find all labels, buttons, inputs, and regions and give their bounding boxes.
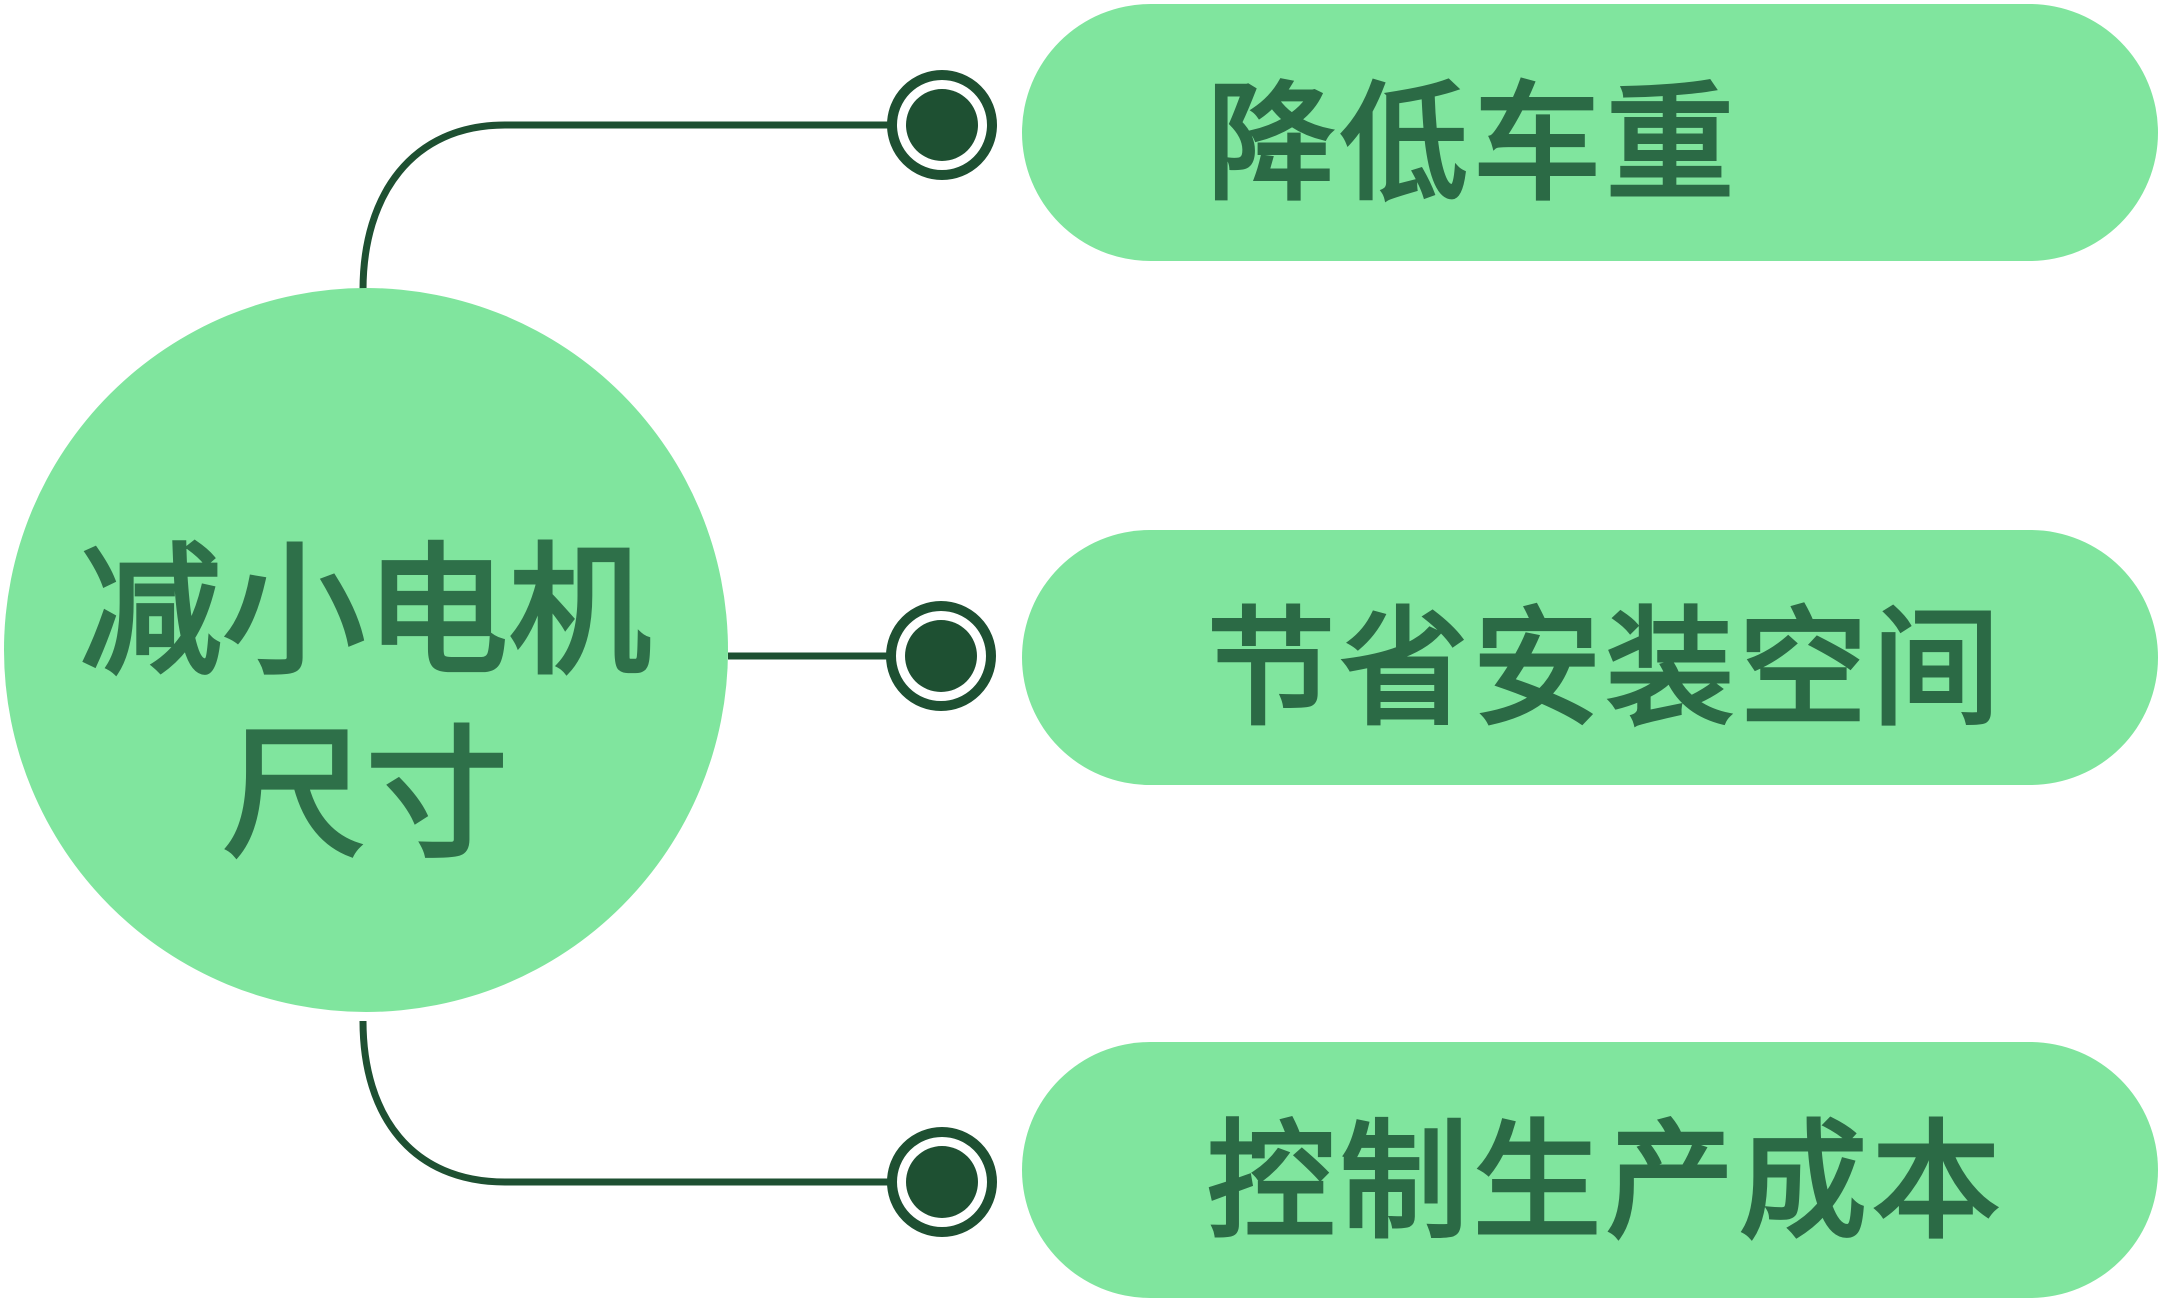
central-topic-line1: 减小电机 <box>80 529 652 695</box>
node-ring-icon <box>887 70 997 180</box>
branch-label: 节省安装空间 <box>1207 595 2006 744</box>
central-topic: 减小电机 尺寸 <box>4 288 728 1012</box>
node-marker-middle <box>886 601 996 711</box>
branch-pill-reduce-weight: 降低车重 <box>1022 4 2158 261</box>
node-dot-icon <box>905 620 977 692</box>
node-marker-top <box>887 70 997 180</box>
node-marker-bottom <box>887 1127 997 1237</box>
node-dot-icon <box>906 1146 978 1218</box>
branch-label: 控制生产成本 <box>1207 1107 2006 1257</box>
central-topic-line2: 尺寸 <box>223 713 509 878</box>
branch-pill-save-space: 节省安装空间 <box>1022 530 2158 785</box>
connector-top <box>359 121 888 291</box>
connector-bottom <box>359 1020 888 1186</box>
central-topic-label: 减小电机 尺寸 <box>80 521 652 887</box>
branch-pill-control-cost: 控制生产成本 <box>1022 1042 2158 1298</box>
node-dot-icon <box>906 89 978 161</box>
branch-label: 降低车重 <box>1207 70 1740 219</box>
node-ring-icon <box>886 601 996 711</box>
node-ring-icon <box>887 1127 997 1237</box>
